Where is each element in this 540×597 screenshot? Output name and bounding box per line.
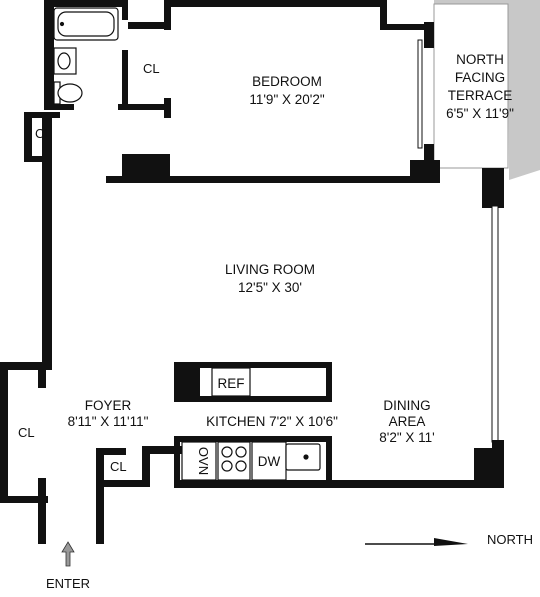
terrace-line3: TERRACE [448,88,513,103]
toilet [57,83,83,103]
bedroom-dims: 11'9" X 20'2" [249,92,324,107]
oven [181,441,217,481]
terrace [433,0,540,180]
foyer-closet-label: CL [18,425,35,440]
terrace-dims: 6'5" X 11'9" [446,106,514,121]
labels: CL BEDROOM 11'9" X 20'2" NORTH FACING TE… [18,52,514,475]
entry-marker: ENTER [46,541,90,591]
dining-line2: AREA [389,414,426,429]
dishwasher-label: DW [258,454,281,469]
entry-arrow-icon [61,541,75,567]
entry-label: ENTER [46,576,90,591]
dishwasher [251,441,287,481]
bedroom-closet-label: CL [143,61,160,76]
bathtub [53,7,119,41]
bathroom-fixtures [53,7,119,105]
stove [217,441,251,481]
kitchen-appliances [181,367,321,481]
sink [53,47,77,75]
refrigerator [211,367,251,397]
foyer-name: FOYER [85,398,132,413]
dining-dims: 8'2" X 11' [379,430,434,445]
north-compass: NORTH [365,532,533,547]
kitchen-closet-label: CL [110,459,127,474]
kitchen-label: KITCHEN 7'2" X 10'6" [206,414,338,429]
terrace-line1: NORTH [456,52,504,67]
kitchen-sink [285,443,321,471]
north-arrow-icon [434,538,468,546]
living-room-name: LIVING ROOM [225,262,315,277]
terrace-line2: FACING [455,70,505,85]
foyer-dims: 8'11" X 11'11" [68,414,149,429]
north-label: NORTH [487,532,533,547]
bedroom-name: BEDROOM [252,74,322,89]
hall-closet-label: CL [35,126,52,141]
oven-label: OVN [196,447,211,475]
dining-line1: DINING [383,398,430,413]
refrigerator-label: REF [218,376,245,391]
living-room-dims: 12'5" X 30' [238,280,302,295]
walls [0,0,504,544]
